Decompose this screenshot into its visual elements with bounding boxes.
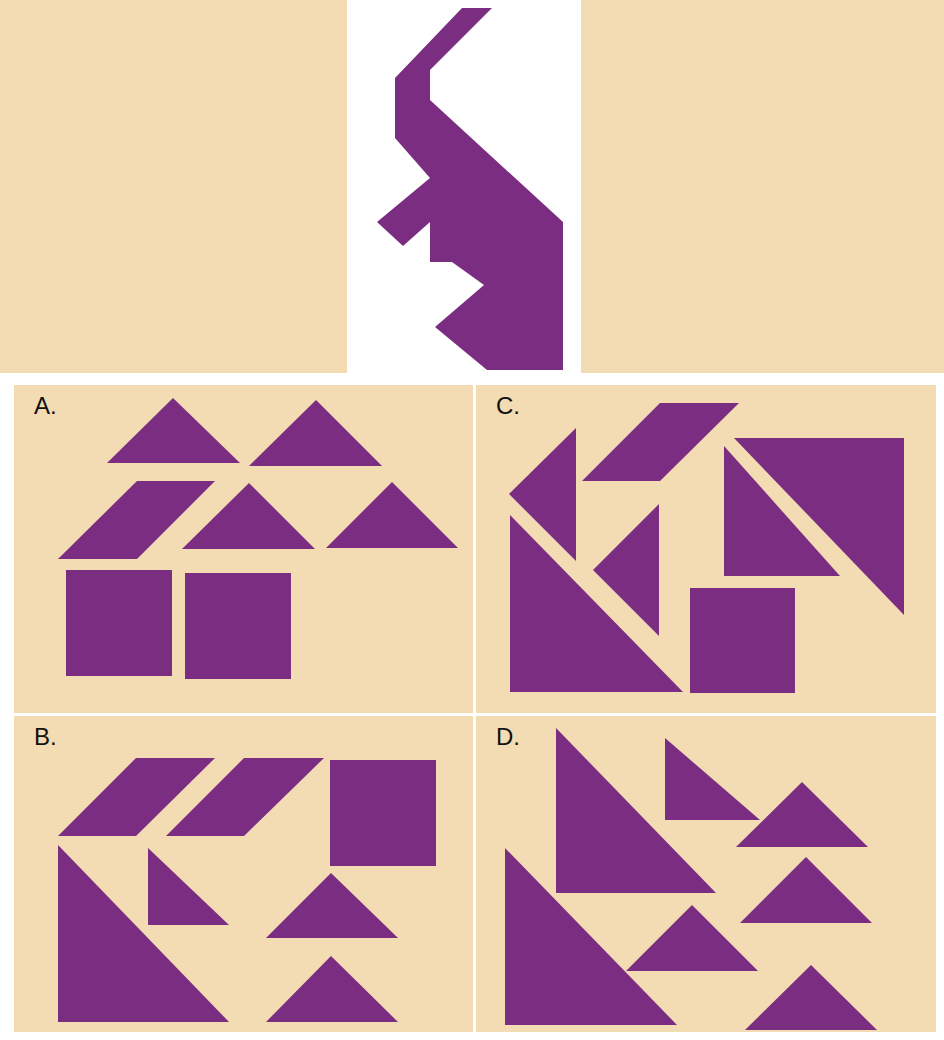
option-panel: D. bbox=[476, 716, 936, 1032]
tangram-triangle bbox=[107, 398, 240, 463]
option-panel: A. bbox=[14, 385, 473, 713]
tangram-triangle bbox=[665, 738, 760, 820]
tangram-triangle bbox=[326, 482, 458, 548]
tangram-triangle bbox=[266, 956, 398, 1022]
tangram-triangle bbox=[249, 400, 382, 466]
option-letter: A. bbox=[34, 393, 57, 419]
tangram-triangle bbox=[510, 515, 683, 692]
tangram-triangle bbox=[266, 873, 398, 938]
blank-panel bbox=[0, 0, 347, 373]
tangram-triangle bbox=[182, 483, 315, 549]
tangram-triangle bbox=[148, 848, 229, 925]
option-letter: D. bbox=[496, 724, 520, 750]
option-panel: C. bbox=[476, 385, 936, 713]
tangram-triangle bbox=[724, 446, 840, 576]
tangram-parallelogram bbox=[166, 758, 324, 836]
option-letter: C. bbox=[496, 393, 520, 419]
tangram-triangle bbox=[740, 857, 872, 923]
tangram-square bbox=[690, 588, 795, 693]
tangram-square bbox=[66, 570, 172, 676]
tangram-square bbox=[185, 573, 291, 679]
tangram-triangle bbox=[505, 848, 677, 1025]
tangram-triangle bbox=[736, 782, 868, 847]
option-panel bbox=[14, 716, 473, 1032]
tangram-parallelogram bbox=[582, 403, 739, 481]
option-panel bbox=[476, 385, 936, 713]
tangram-triangle bbox=[745, 965, 877, 1030]
option-panel: B. bbox=[14, 716, 473, 1032]
option-panel bbox=[476, 716, 936, 1032]
option-panel bbox=[14, 385, 473, 713]
tangram-triangle bbox=[626, 905, 758, 971]
option-letter: B. bbox=[34, 724, 57, 750]
blank-panel bbox=[581, 0, 944, 373]
rabbit-silhouette bbox=[377, 8, 563, 370]
tangram-triangle bbox=[58, 845, 229, 1022]
tangram-square bbox=[330, 760, 436, 866]
